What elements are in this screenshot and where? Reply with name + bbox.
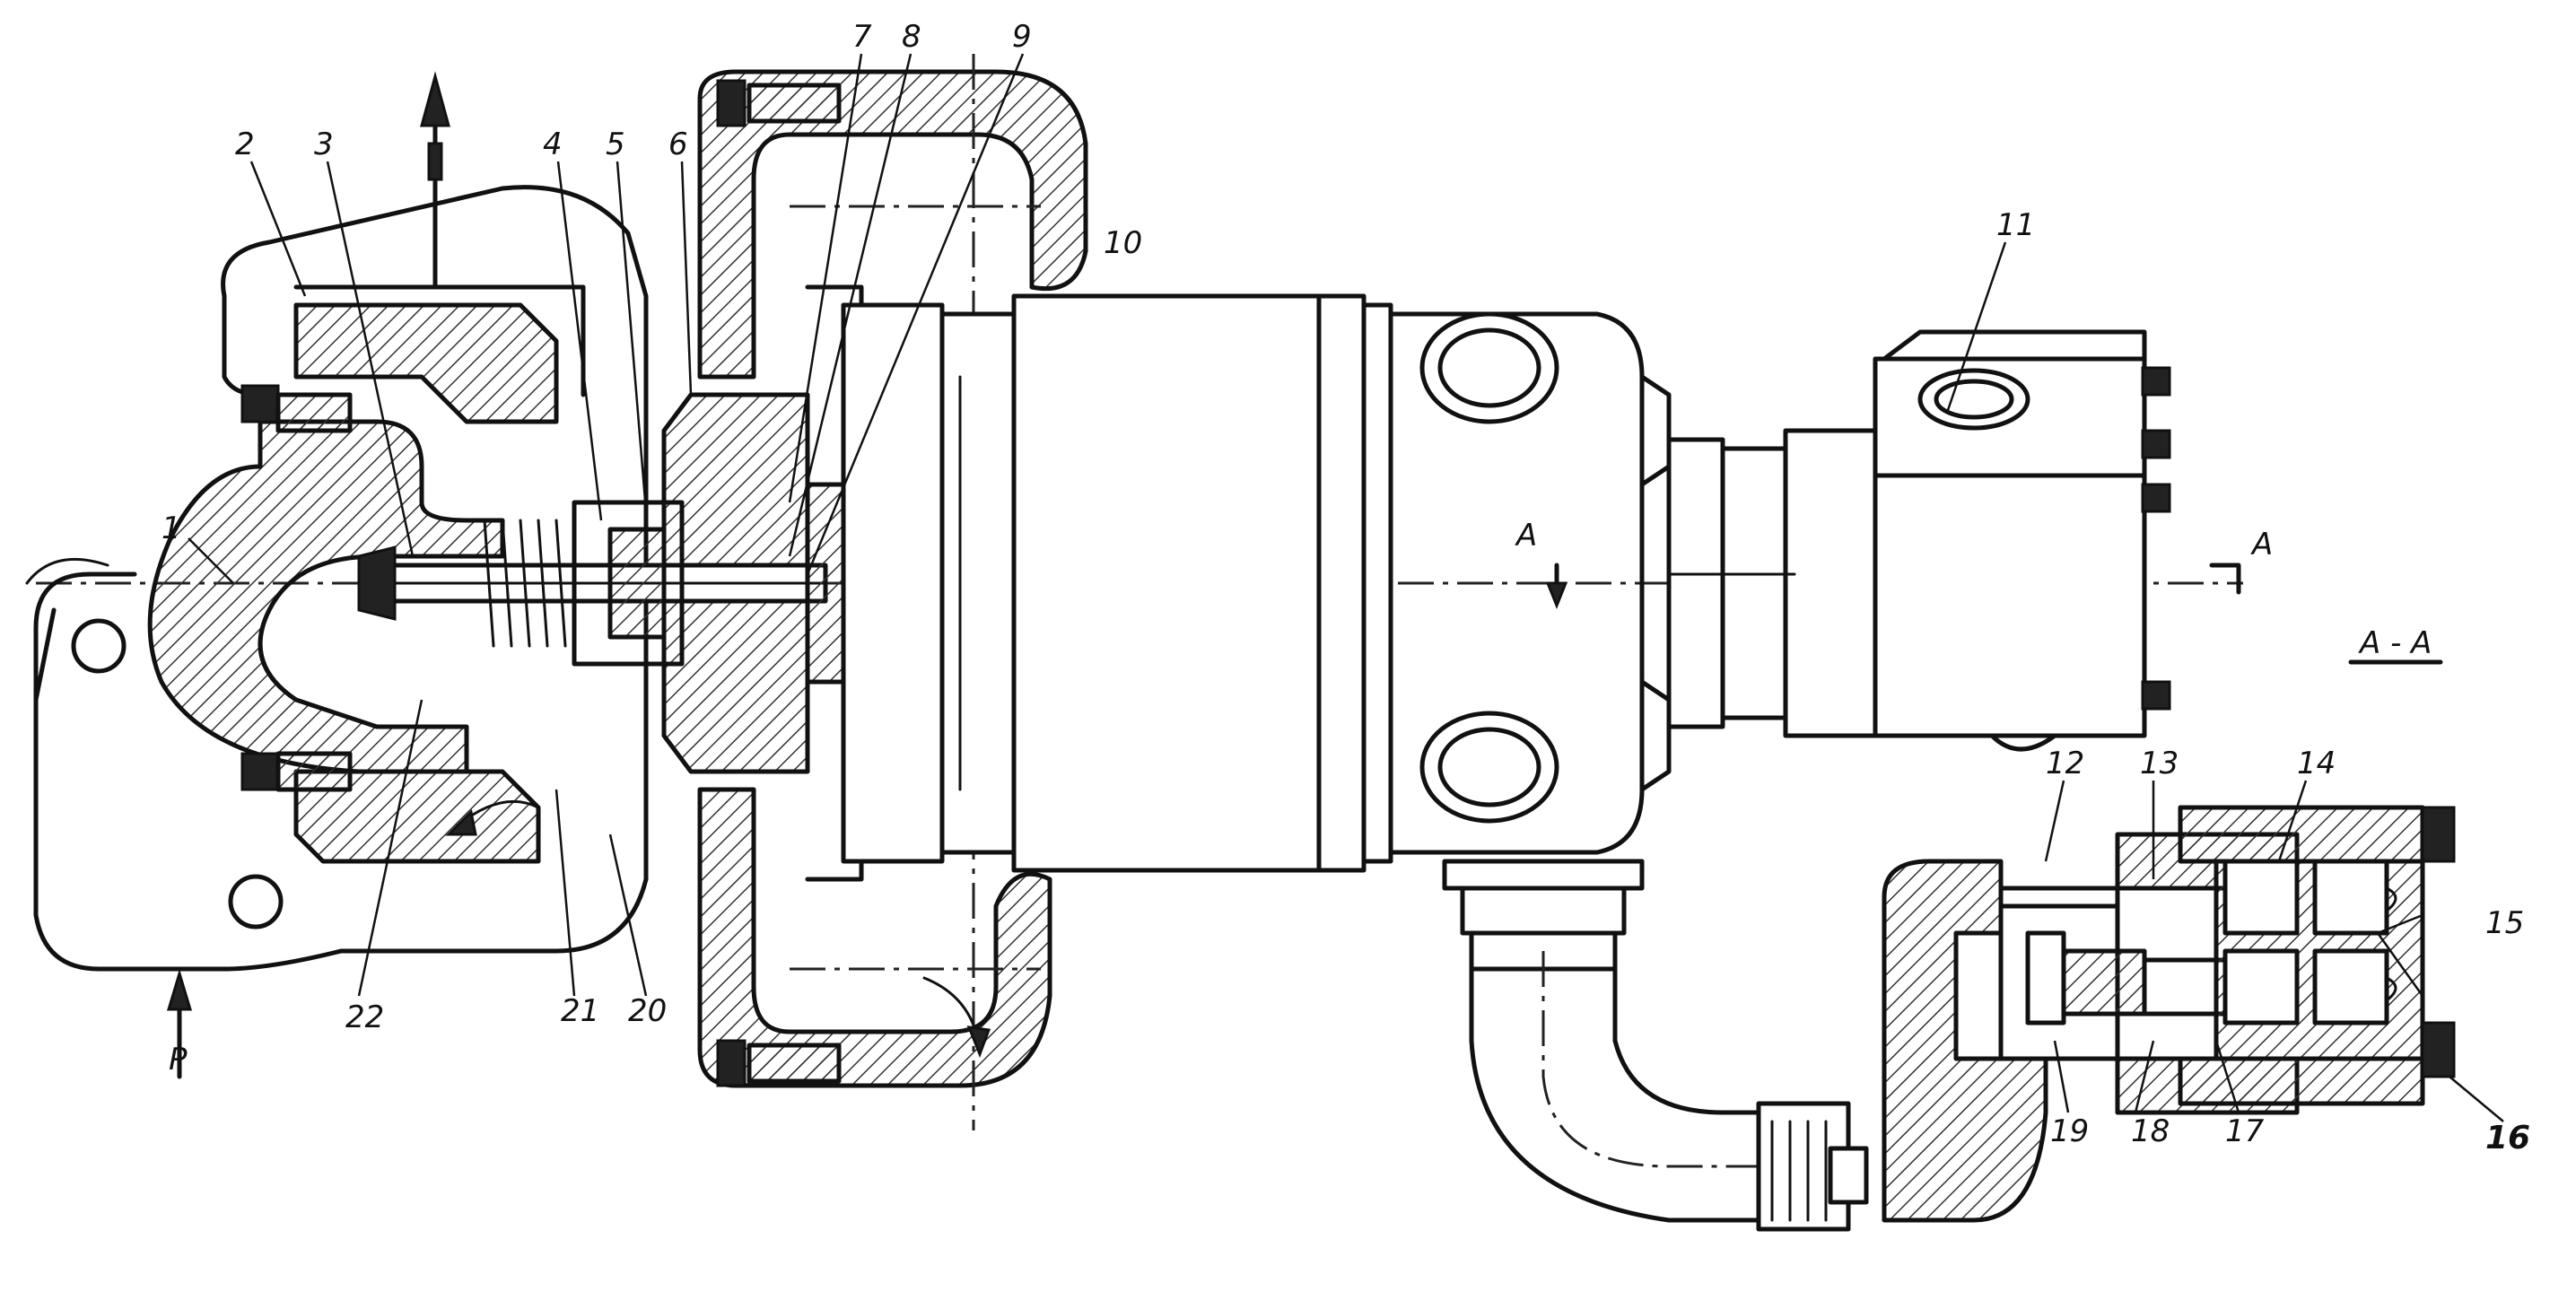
section-title: A - A <box>2358 625 2432 661</box>
hose-elbow <box>1442 859 1869 1232</box>
pump-unit <box>1545 329 2241 752</box>
label-7: 7 <box>852 19 872 55</box>
label-3: 3 <box>314 127 334 162</box>
label-5: 5 <box>606 127 625 162</box>
label-8: 8 <box>902 19 921 55</box>
label-16: 16 <box>2485 1120 2530 1156</box>
label-9: 9 <box>1012 19 1032 55</box>
inlet-elbow <box>147 419 505 774</box>
label-6: 6 <box>668 127 688 162</box>
label-17: 17 <box>2225 1113 2265 1149</box>
label-20: 20 <box>628 993 667 1029</box>
label-4: 4 <box>543 127 563 162</box>
mount-hole-upper <box>71 618 127 674</box>
label-11: 11 <box>1996 207 2035 243</box>
flow-label: P <box>169 1042 188 1078</box>
section-marker-right: A <box>2250 527 2273 563</box>
end-cap-housing <box>1419 311 1905 824</box>
outlet-arrow-icon <box>420 71 450 127</box>
inlet-arrow-icon <box>166 968 193 1011</box>
compressor-inlet-housing <box>25 71 649 1079</box>
label-12: 12 <box>2046 746 2084 781</box>
label-22: 22 <box>345 999 384 1035</box>
label-10: 10 <box>1104 225 1142 261</box>
stud-lower <box>240 752 280 791</box>
label-1: 1 <box>162 511 181 546</box>
label-18: 18 <box>2131 1113 2170 1149</box>
shaft-nut <box>357 545 397 621</box>
lower-port-fitting <box>1419 711 1559 824</box>
electric-motor-body <box>841 293 1645 873</box>
upper-port-fitting <box>1419 311 1559 424</box>
section-a-a-view <box>1882 805 2456 1223</box>
label-13: 13 <box>2140 746 2179 781</box>
label-15: 15 <box>2485 905 2524 941</box>
label-21: 21 <box>561 993 599 1029</box>
hose-clamp-upper <box>1442 859 1645 891</box>
leader-lines <box>188 53 2504 1122</box>
label-14: 14 <box>2297 746 2336 781</box>
mount-hole-lower <box>228 874 284 929</box>
section-marker-left: A <box>1515 518 1537 554</box>
label-19: 19 <box>2050 1113 2089 1149</box>
part-number-labels: 1 2 3 4 5 6 7 8 9 10 11 12 13 14 15 16 1… <box>162 19 2530 1156</box>
label-2: 2 <box>235 127 255 162</box>
pump-inlet-port <box>1917 368 2030 431</box>
coupling <box>1666 437 1725 729</box>
stud-upper <box>240 384 280 423</box>
